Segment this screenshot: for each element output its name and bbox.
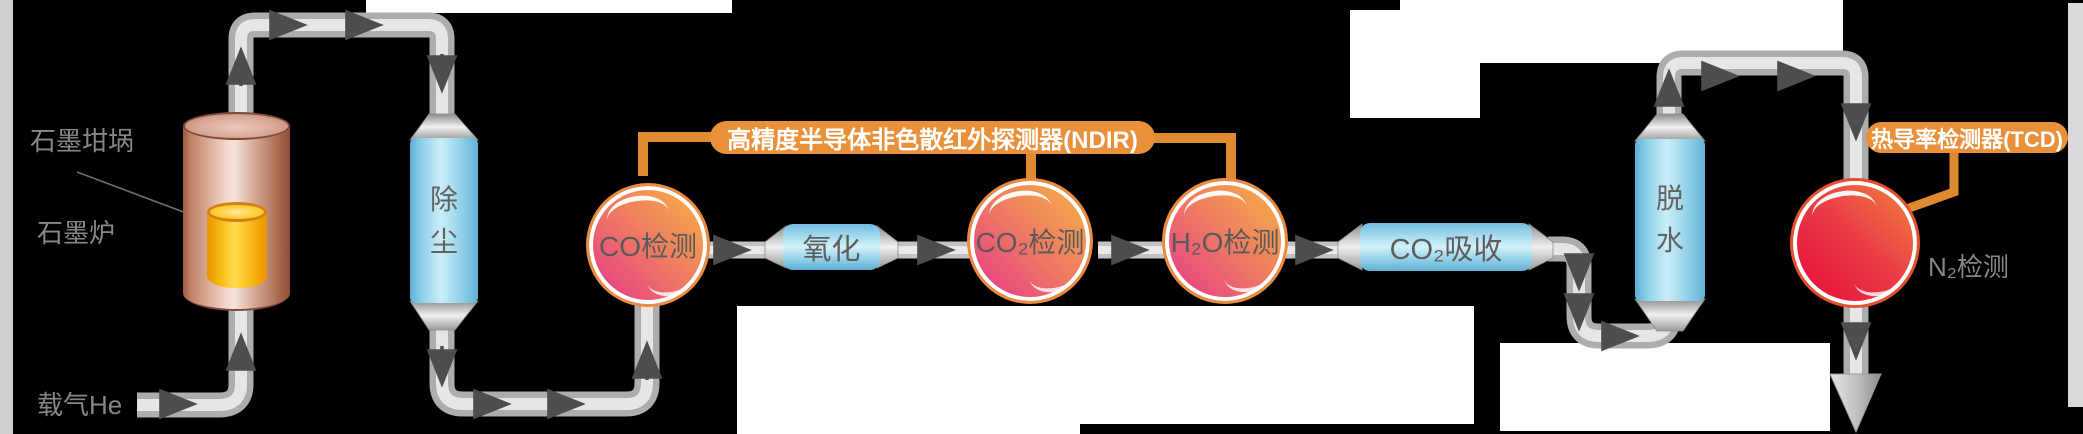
co2-absorption-capsule: CO₂吸收: [1360, 223, 1532, 271]
background-patch: [366, 0, 732, 13]
carrier-gas-label: 载气He: [37, 390, 123, 420]
h2o-detector-label: H₂O检测: [1170, 227, 1280, 258]
ndir-callout-pill: 高精度半导体非色散红外探测器(NDIR): [710, 121, 1155, 154]
dehydration-label-char1: 脱: [1655, 183, 1684, 214]
background-patch: [737, 306, 1474, 424]
co-detector-sphere: CO检测: [589, 186, 707, 304]
dehydration-column: 脱 水: [1635, 139, 1705, 301]
callout-connectors: [638, 132, 1959, 217]
h2o-detector-sphere: H₂O检测: [1165, 181, 1285, 301]
co2-detector-label: CO₂检测: [975, 227, 1085, 258]
graphite-crucible-label: 石墨坩埚: [30, 126, 135, 156]
oxidation-capsule: 氧化: [783, 224, 880, 270]
graphite-furnace-top: [183, 112, 290, 140]
dehydration-label-char2: 水: [1655, 225, 1684, 256]
tcd-callout-pill: 热导率检测器(TCD): [1866, 122, 2068, 153]
graphite-crucible-opening: [207, 202, 267, 222]
tcd-callout-text: 热导率检测器(TCD): [1871, 126, 2063, 152]
co2-detector-sphere: CO₂检测: [970, 181, 1090, 301]
graphite-crucible-body: [207, 212, 267, 288]
background-patch: [737, 424, 1080, 434]
oxidation-label: 氧化: [802, 234, 861, 266]
capsule-cones: [764, 223, 1554, 271]
background-patch: [1350, 10, 1480, 118]
right-edge-band: [2068, 3, 2083, 407]
n2-detector-sphere: [1793, 181, 1917, 305]
graphite-furnace-label: 石墨炉: [37, 218, 116, 248]
dust-removal-label-char2: 尘: [429, 225, 458, 257]
flow-arrows: [159, 9, 1872, 420]
column-funnels: [409, 113, 1706, 332]
dust-removal-label-char1: 除: [429, 183, 458, 215]
dust-removal-column: 除 尘: [410, 138, 478, 303]
background-patch: [1500, 343, 1830, 431]
ndir-callout-text: 高精度半导体非色散红外探测器(NDIR): [727, 127, 1138, 154]
left-edge-band: [0, 0, 13, 434]
n2-detector-label: N₂检测: [1928, 252, 2009, 282]
exhaust-arrowhead: [1829, 373, 1882, 434]
co2-absorption-label: CO₂吸收: [1389, 234, 1503, 266]
co-detector-label: CO检测: [598, 231, 697, 262]
